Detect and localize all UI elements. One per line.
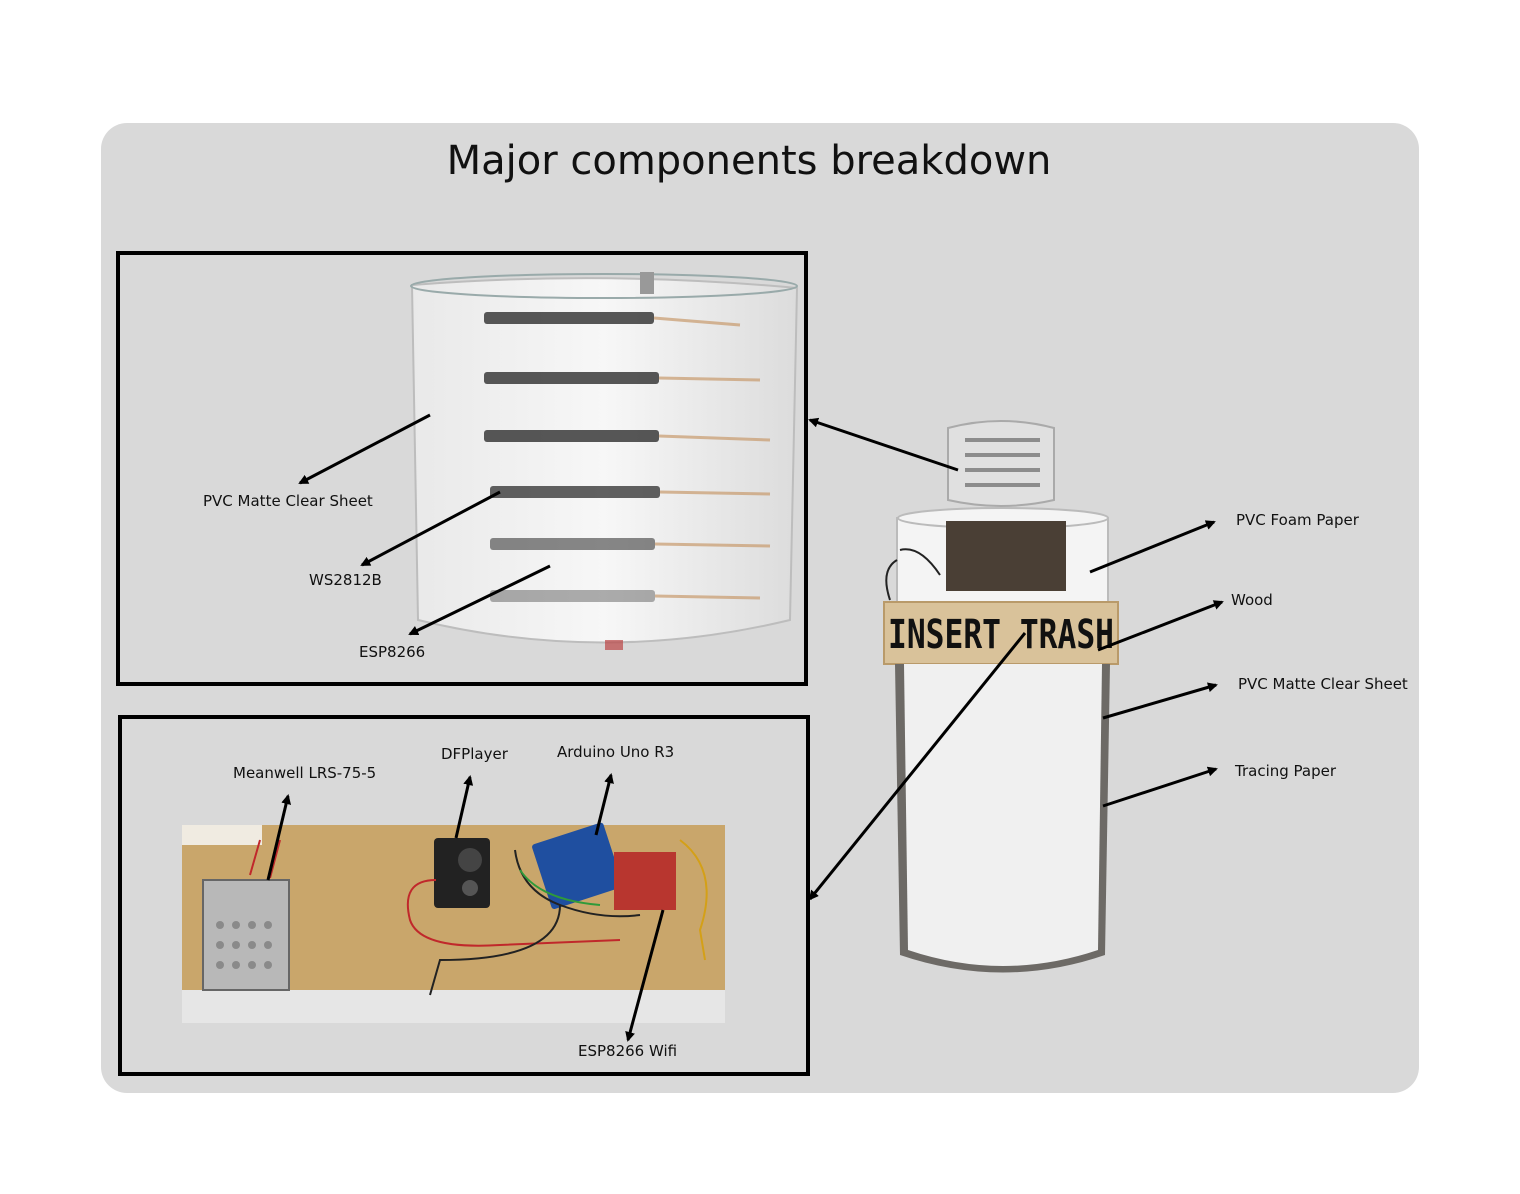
proto-board <box>614 852 676 910</box>
label-dfplayer: DFPlayer <box>441 745 508 763</box>
label-meanwell: Meanwell LRS-75-5 <box>233 764 377 782</box>
bin-body-tracing-paper <box>904 664 1102 966</box>
arrow-tracing <box>1102 766 1218 808</box>
arrow-meanwell <box>266 794 292 881</box>
label-wood: Wood <box>1231 591 1273 609</box>
led-module-inset <box>116 251 808 686</box>
arrow-arduino <box>594 773 614 836</box>
arrow-ws2812b <box>360 490 501 567</box>
arrow-esp8266-wifi <box>625 909 665 1042</box>
arrow-dfplayer <box>454 775 474 839</box>
frosted-cylinder <box>410 277 799 644</box>
arrow-to-top-inset <box>808 417 959 472</box>
bin-opening <box>946 521 1066 591</box>
led-strips <box>484 312 771 602</box>
page-title: Major components breakdown <box>446 138 1052 184</box>
label-arduino: Arduino Uno R3 <box>557 743 675 761</box>
label-ws2812b: WS2812B <box>309 571 382 589</box>
arrow-pvc-matte-bin <box>1102 682 1218 720</box>
arduino-board <box>532 822 623 909</box>
arrow-to-bottom-inset <box>808 632 1027 901</box>
label-tracing-paper: Tracing Paper <box>1235 762 1337 780</box>
bin-sign-text: INSERT TRASH <box>888 612 1114 658</box>
arrow-esp8266 <box>408 564 551 636</box>
arrow-pvc-matte-top <box>298 413 431 485</box>
label-pvc-matte-sheet-bin: PVC Matte Clear Sheet <box>1238 675 1408 693</box>
label-esp8266: ESP8266 <box>359 643 426 661</box>
arrow-wood <box>1097 600 1224 652</box>
label-pvc-matte-sheet-top: PVC Matte Clear Sheet <box>203 492 373 510</box>
label-pvc-foam-paper: PVC Foam Paper <box>1236 511 1359 529</box>
label-esp8266-wifi: ESP8266 Wifi <box>578 1042 678 1060</box>
electronics-inset <box>118 715 810 1076</box>
power-supply <box>202 879 290 991</box>
arrow-pvc-foam <box>1089 520 1216 574</box>
